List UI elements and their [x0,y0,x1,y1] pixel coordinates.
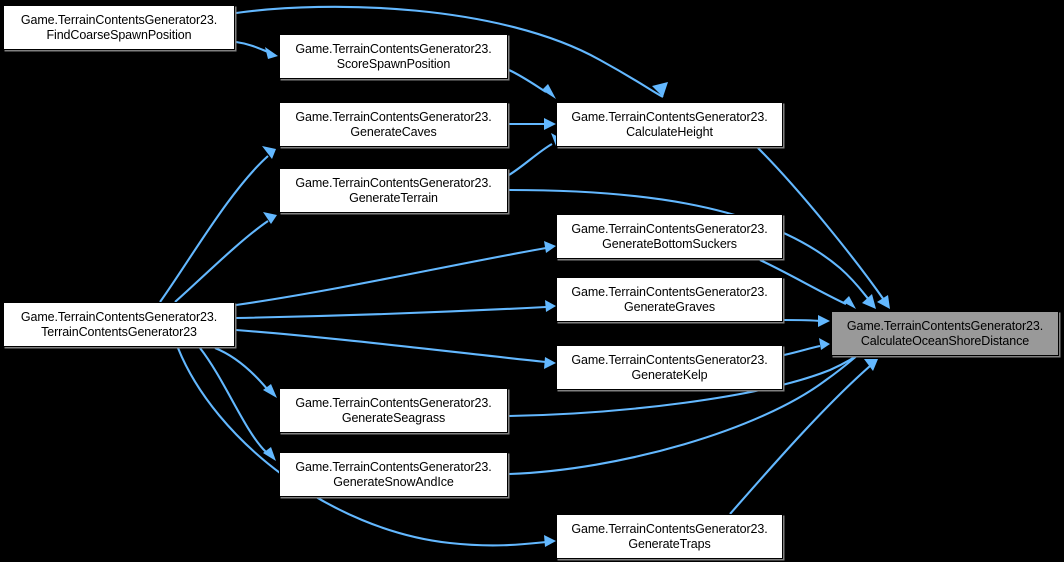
arrow-head [265,47,278,59]
edge-findcoarsespawnposition-to-scorespawnposition [235,40,278,59]
node-label-method: GenerateCaves [350,124,437,139]
edge-generatecaves-to-calculateheight [509,118,556,130]
node-label-namespace: Game.TerrainContentsGenerator23. [571,284,768,299]
node-label-method: GenerateKelp [631,367,708,382]
edge-generategraves-to-calculateoceanshoredistance [783,315,830,327]
node-label-namespace: Game.TerrainContentsGenerator23. [295,109,492,124]
node-label-namespace: Game.TerrainContentsGenerator23. [295,395,492,410]
node-label-namespace: Game.TerrainContentsGenerator23. [295,175,492,190]
node-label-namespace: Game.TerrainContentsGenerator23. [20,12,218,27]
arrow-head [263,212,277,224]
arrow-head [263,384,277,398]
node-label-method: CalculateOceanShoreDistance [860,333,1030,348]
edge-generatekelp-to-calculateoceanshoredistance [783,338,830,357]
arrow-head [542,84,556,99]
arrow-head [652,82,668,97]
edge-terraincontentsgenerator23-to-generatecaves [159,146,276,303]
edge-generatebottomsuckers-to-calculateoceanshoredistance [759,259,856,309]
node-label-method: CalculateHeight [626,124,713,139]
node-scorespawnposition[interactable]: Game.TerrainContentsGenerator23.ScoreSpa… [279,34,508,79]
node-label-namespace: Game.TerrainContentsGenerator23. [295,459,492,474]
node-generatetraps[interactable]: Game.TerrainContentsGenerator23.Generate… [556,514,783,559]
arrow-head [544,535,556,547]
arrow-head [262,146,276,159]
arrow-head [544,118,556,130]
arrow-head [544,241,556,253]
edge-terraincontentsgenerator23-to-generatesnowandice [199,347,276,461]
edge-terraincontentsgenerator23-to-generatebottomsuckers [235,241,556,307]
arrow-head [263,447,276,461]
node-terraincontentsgenerator23[interactable]: Game.TerrainContentsGenerator23.TerrainC… [3,302,235,347]
arrow-head [818,315,830,327]
arrow-head [843,296,856,309]
node-generatebottomsuckers[interactable]: Game.TerrainContentsGenerator23.Generate… [556,214,783,259]
edge-terraincontentsgenerator23-to-generatekelp [235,328,556,369]
edge-calculateheight-to-calculateoceanshoredistance [757,147,890,309]
edge-terraincontentsgenerator23-to-generateseagrass [214,347,277,398]
node-generateseagrass[interactable]: Game.TerrainContentsGenerator23.Generate… [279,388,508,433]
node-label-namespace: Game.TerrainContentsGenerator23. [571,221,768,236]
edge-generatetraps-to-calculateoceanshoredistance [729,359,878,515]
node-calculateoceanshoredistance[interactable]: Game.TerrainContentsGenerator23.Calculat… [831,311,1059,356]
edge-findcoarsespawnposition-to-calculateheight [235,5,668,98]
arrow-head [877,295,890,309]
node-generatekelp[interactable]: Game.TerrainContentsGenerator23.Generate… [556,345,783,390]
node-generatesnowandice[interactable]: Game.TerrainContentsGenerator23.Generate… [279,452,508,497]
node-label-namespace: Game.TerrainContentsGenerator23. [571,109,768,124]
node-generategraves[interactable]: Game.TerrainContentsGenerator23.Generate… [556,277,783,322]
node-label-method: GenerateTerrain [349,190,438,205]
node-label-method: GenerateBottomSuckers [602,236,737,251]
node-label-method: GenerateSnowAndIce [333,474,454,489]
node-label-namespace: Game.TerrainContentsGenerator23. [295,41,492,56]
node-label-method: TerrainContentsGenerator23 [41,324,197,339]
node-label-namespace: Game.TerrainContentsGenerator23. [571,521,768,536]
node-generatecaves[interactable]: Game.TerrainContentsGenerator23.Generate… [279,102,508,147]
node-label-namespace: Game.TerrainContentsGenerator23. [20,309,218,324]
node-label-method: GenerateSeagrass [341,410,446,425]
edge-scorespawnposition-to-calculateheight [508,69,556,99]
edge-terraincontentsgenerator23-to-generatetraps [177,347,556,547]
node-label-method: GenerateGraves [623,299,715,314]
node-label-namespace: Game.TerrainContentsGenerator23. [571,352,768,367]
node-label-namespace: Game.TerrainContentsGenerator23. [846,318,1044,333]
arrow-head [819,338,830,350]
arrow-head [862,294,876,309]
node-label-method: FindCoarseSpawnPosition [46,27,192,42]
edge-terraincontentsgenerator23-to-generategraves [235,300,556,320]
arrow-head [864,359,878,371]
node-label-method: ScoreSpawnPosition [336,56,451,71]
node-findcoarsespawnposition[interactable]: Game.TerrainContentsGenerator23.FindCoar… [3,5,235,50]
edge-terraincontentsgenerator23-to-generateterrain [174,212,277,303]
arrow-head [544,357,556,369]
edge-generateterrain-to-calculateheight [508,133,562,176]
node-label-method: GenerateTraps [628,536,711,551]
node-generateterrain[interactable]: Game.TerrainContentsGenerator23.Generate… [279,168,508,213]
node-calculateheight[interactable]: Game.TerrainContentsGenerator23.Calculat… [556,102,783,147]
arrow-head [545,300,556,312]
